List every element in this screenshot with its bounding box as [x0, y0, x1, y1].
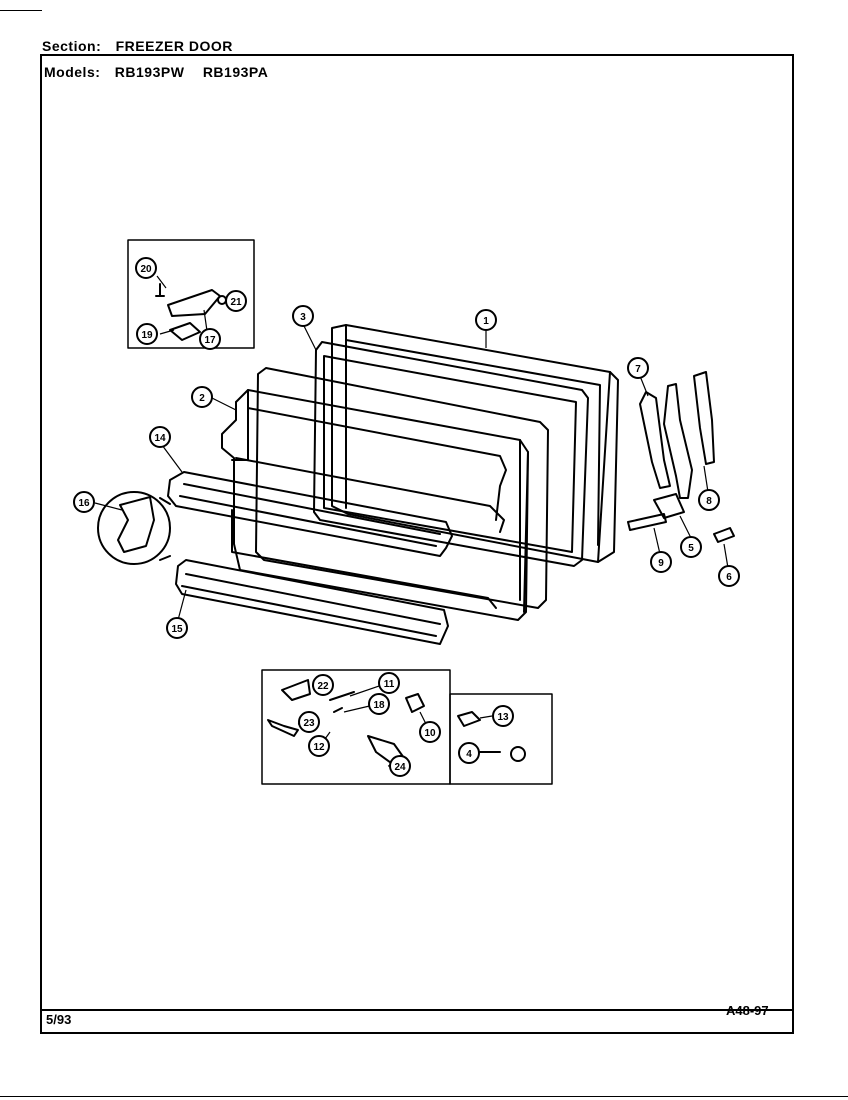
callout-7-circle: [627, 357, 649, 379]
door-shelf-upper: [167, 471, 453, 557]
callout-20-circle: [135, 257, 157, 279]
hinge-bracket-part: [169, 322, 201, 341]
callout-18-circle: [368, 693, 390, 715]
callout-10: 10: [424, 728, 436, 739]
inset-box-parts-right: [449, 693, 553, 785]
callout-4: 4: [466, 749, 472, 760]
detail-circle: [97, 491, 171, 565]
section-label: Section:: [42, 38, 102, 54]
inset-box-hinge: [127, 239, 255, 349]
hinge-arm-right: [693, 371, 715, 465]
callout-12-circle: [308, 735, 330, 757]
door-gasket: [313, 341, 589, 567]
callout-3-circle: [292, 305, 314, 327]
callout-17: 17: [204, 335, 216, 346]
hinge-plate: [653, 493, 685, 519]
footer-page-code: A48-97: [726, 1003, 769, 1018]
model-rb193pw: RB193PW: [114, 64, 185, 80]
screw-part: [627, 513, 667, 531]
callout-8: 8: [706, 496, 712, 507]
model-rb193pa: RB193PA: [202, 64, 269, 80]
callout-14: 14: [154, 433, 166, 444]
callout-2-circle: [191, 386, 213, 408]
section-title: FREEZER DOOR: [115, 38, 233, 54]
callout-13-circle: [492, 705, 514, 727]
callout-1: 1: [483, 316, 489, 327]
callout-11: 11: [384, 679, 395, 690]
footer-date: 5/93: [46, 1012, 72, 1027]
door-shelf-lower: [175, 559, 449, 645]
callout-5-circle: [680, 536, 702, 558]
callout-3: 3: [300, 312, 306, 323]
callout-24-circle: [389, 755, 411, 777]
callout-22-circle: [312, 674, 334, 696]
callout-17-circle: [199, 328, 221, 350]
callout-16: 16: [78, 498, 90, 509]
callout-20: 20: [140, 264, 152, 275]
hinge-arm-left: [639, 391, 671, 489]
callout-5: 5: [688, 543, 694, 554]
hinge-arm-mid: [663, 383, 693, 499]
callout-9-circle: [650, 551, 672, 573]
callout-13: 13: [497, 712, 509, 723]
callout-4-circle: [458, 742, 480, 764]
callout-19-circle: [136, 323, 158, 345]
callout-9: 9: [658, 558, 664, 569]
callout-21-circle: [225, 290, 247, 312]
outer-door-panel: [331, 324, 619, 563]
callout-2: 2: [199, 393, 205, 404]
page-bottom-rule: [0, 1096, 848, 1097]
callout-1-circle: [475, 309, 497, 331]
callout-8-circle: [698, 489, 720, 511]
callout-12: 12: [313, 742, 325, 753]
diagram-frame: [40, 54, 794, 1034]
callout-6: 6: [726, 572, 732, 583]
models-label: Models:: [44, 64, 101, 80]
callout-7: 7: [635, 364, 641, 375]
corner-mark: [0, 10, 42, 11]
callout-23: 23: [303, 718, 315, 729]
models-header: Models: RB193PW RB193PA: [44, 64, 282, 80]
callout-23-circle: [298, 711, 320, 733]
inner-door-liner: [255, 367, 549, 609]
callout-14-circle: [149, 426, 171, 448]
callout-18: 18: [373, 700, 385, 711]
hinge-plate-part: [167, 289, 221, 317]
callout-16-circle: [73, 491, 95, 513]
callout-21: 21: [230, 297, 242, 308]
callout-15-circle: [166, 617, 188, 639]
callout-24: 24: [394, 762, 406, 773]
callout-6-circle: [718, 565, 740, 587]
pin-part: [713, 527, 735, 543]
callout-15: 15: [171, 624, 183, 635]
section-header: Section: FREEZER DOOR: [42, 38, 233, 54]
callout-11-circle: [378, 672, 400, 694]
footer-rule: [40, 1009, 792, 1011]
callout-10-circle: [419, 721, 441, 743]
callout-22: 22: [317, 681, 329, 692]
callout-19: 19: [141, 330, 153, 341]
